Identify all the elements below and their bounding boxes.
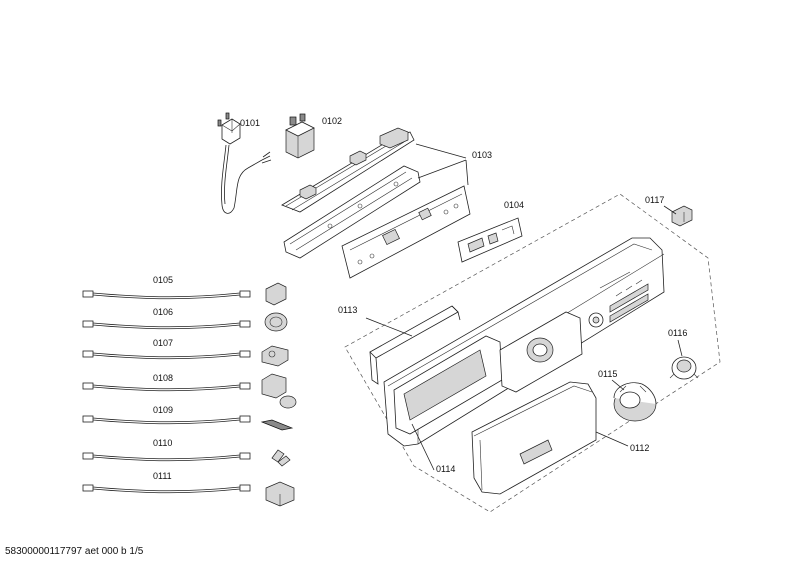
wire-harness-0106[interactable] <box>82 312 288 332</box>
wire-harness-0109[interactable] <box>82 415 294 431</box>
wire-harness-0111[interactable] <box>82 481 295 507</box>
wire-harness-0110[interactable] <box>82 449 291 467</box>
label-0105: 0105 <box>153 275 173 285</box>
clip-part[interactable] <box>671 205 693 227</box>
fascia-panel-part[interactable] <box>383 237 665 447</box>
label-0110: 0110 <box>153 438 172 448</box>
assembly-group-outline <box>344 193 721 513</box>
dial-part[interactable] <box>669 356 699 380</box>
label-0117: 0117 <box>645 195 664 205</box>
display-board-part[interactable] <box>457 217 523 263</box>
power-cord-part[interactable] <box>217 112 272 214</box>
wire-harness-0107[interactable] <box>82 345 289 367</box>
label-0111: 0111 <box>153 471 172 481</box>
wire-harness-0108[interactable] <box>82 373 297 409</box>
label-0102: 0102 <box>322 116 342 126</box>
label-0114: 0114 <box>436 464 455 474</box>
label-0112: 0112 <box>630 443 649 453</box>
label-0106: 0106 <box>153 307 173 317</box>
label-0113: 0113 <box>338 305 357 315</box>
document-code: 58300000117797 aet 000 b 1/5 <box>5 546 144 557</box>
gasket-part[interactable] <box>369 305 461 385</box>
label-0101: 0101 <box>240 118 260 128</box>
label-0104: 0104 <box>504 200 524 210</box>
filter-block-part[interactable] <box>285 113 315 159</box>
label-0107: 0107 <box>153 338 173 348</box>
label-0103: 0103 <box>472 150 492 160</box>
label-0116: 0116 <box>668 328 687 338</box>
wire-harness-0105[interactable] <box>82 282 287 306</box>
label-0115: 0115 <box>598 369 617 379</box>
control-module-part[interactable] <box>281 127 471 279</box>
selector-knob-part[interactable] <box>613 382 657 422</box>
drawer-front-part[interactable] <box>471 381 597 495</box>
label-0109: 0109 <box>153 405 173 415</box>
label-0108: 0108 <box>153 373 173 383</box>
